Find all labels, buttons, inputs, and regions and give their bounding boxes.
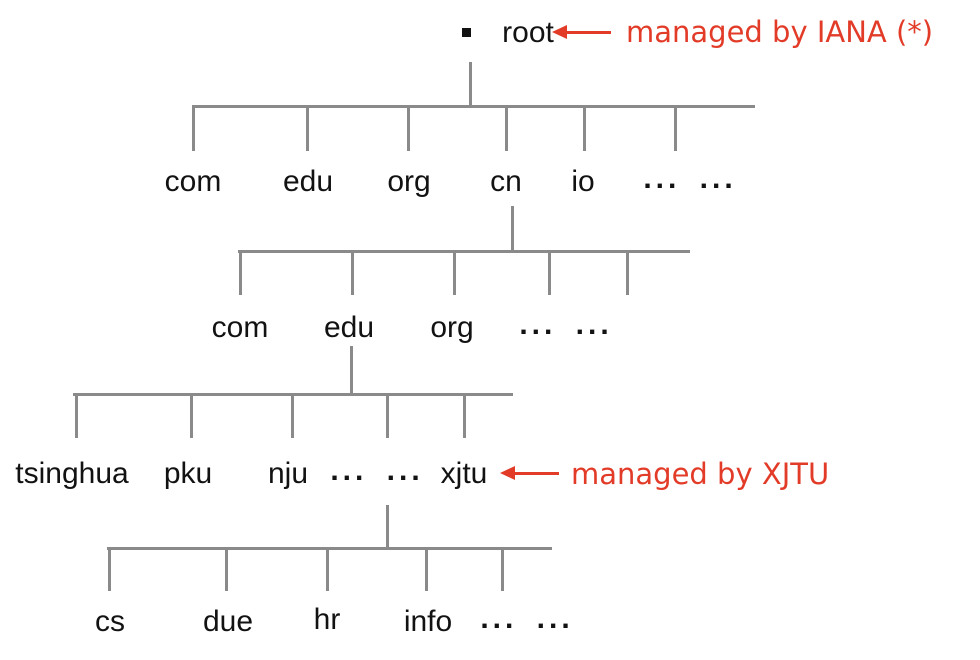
connector-root-stem (469, 62, 472, 106)
level2-tick (351, 250, 354, 295)
level2-tick (453, 250, 456, 295)
node-l2-edu: edu (323, 311, 375, 344)
level1-bar (192, 105, 755, 108)
left-arrow-icon (552, 25, 611, 39)
root-bullet-icon (462, 28, 471, 37)
level4-tick (425, 547, 428, 591)
node-l1-com: com (164, 165, 222, 198)
level4-tick (108, 547, 111, 591)
node-l4-cs: cs (95, 605, 125, 638)
node-l2-ellipsis: ... ... (519, 308, 613, 341)
level1-tick (407, 105, 410, 151)
node-l4-hr: hr (313, 603, 341, 636)
node-l4-info: info (403, 605, 453, 638)
level4-bar (107, 547, 552, 550)
annotation-iana: managed by IANA (*) (626, 15, 934, 49)
level1-tick (674, 105, 677, 151)
node-root: root (502, 16, 554, 49)
level4-tick (501, 547, 504, 591)
level1-tick (505, 105, 508, 151)
annotation-xjtu: managed by XJTU (571, 457, 830, 491)
level4-tick (225, 547, 228, 591)
node-l4-ellipsis: ... ... (480, 602, 574, 635)
connector-edu-stem (350, 346, 353, 393)
node-l1-cn: cn (490, 165, 522, 198)
level1-tick (192, 105, 195, 151)
connector-xjtu-stem (386, 505, 389, 547)
level2-tick (239, 250, 242, 295)
level4-tick (326, 547, 329, 591)
level3-tick (190, 393, 193, 438)
level2-tick (626, 250, 629, 295)
node-l2-org: org (430, 311, 474, 344)
node-l3-nju: nju (267, 457, 309, 490)
level3-tick (463, 393, 466, 438)
level1-tick (306, 105, 309, 151)
level2-tick (548, 250, 551, 295)
node-l4-due: due (202, 605, 254, 638)
node-l1-io: io (571, 165, 595, 198)
node-l3-xjtu: xjtu (440, 457, 488, 490)
connector-cn-stem (511, 206, 514, 250)
level1-tick (583, 105, 586, 151)
level3-tick (386, 393, 389, 438)
node-l1-ellipsis: ... ... (643, 162, 737, 195)
level2-bar (238, 250, 690, 253)
node-l3-tsinghua: tsinghua (15, 457, 129, 490)
node-l3-pku: pku (163, 457, 213, 490)
node-l2-com: com (211, 311, 269, 344)
level3-tick (75, 393, 78, 438)
left-arrow-icon (500, 466, 559, 480)
node-l3-ellipsis: ... ... (330, 454, 424, 487)
level3-tick (291, 393, 294, 438)
node-l1-edu: edu (282, 165, 334, 198)
node-l1-org: org (387, 165, 431, 198)
